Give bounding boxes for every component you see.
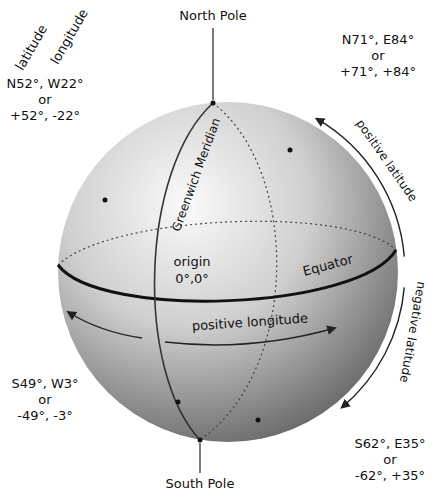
coordinate-label: -62°, +35° (355, 469, 425, 484)
coordinate-label: or (38, 93, 51, 108)
longitude-arrow (68, 312, 142, 338)
pole-dot (198, 438, 203, 443)
latitude-arrow (317, 119, 405, 257)
axis-label: longitude (48, 7, 92, 68)
coordinate-label: N52°, W22° (7, 77, 84, 92)
coordinate-label: N71°, E84° (342, 33, 414, 48)
pole-label: South Pole (166, 477, 235, 492)
pole-label: North Pole (179, 9, 246, 24)
location-dot (256, 418, 261, 423)
coordinate-label: or (371, 49, 384, 64)
coordinate-label: +71°, +84° (340, 65, 416, 80)
globe (58, 102, 398, 442)
leader-line (212, 28, 213, 100)
pole-dot (211, 101, 216, 106)
equator-line (58, 250, 396, 301)
coordinate-label: S62°, E35° (355, 437, 426, 452)
location-dot (103, 198, 108, 203)
coordinate-label: -49°, -3° (17, 409, 72, 424)
longitude-arrow (165, 328, 335, 345)
axis-label: latitude (13, 23, 51, 74)
origin-label: 0°,0° (175, 272, 209, 287)
latitude-arrow (342, 287, 405, 407)
location-dot (176, 400, 181, 405)
origin-label: origin (173, 255, 210, 270)
location-dot (288, 148, 293, 153)
coordinate-label: or (383, 453, 396, 468)
coordinate-label: S49°, W3° (11, 377, 78, 392)
coordinate-label: +52°, -22° (10, 109, 80, 124)
direction-label: negative latitude (396, 280, 427, 383)
coordinate-label: or (38, 393, 51, 408)
leader-line (199, 443, 200, 473)
